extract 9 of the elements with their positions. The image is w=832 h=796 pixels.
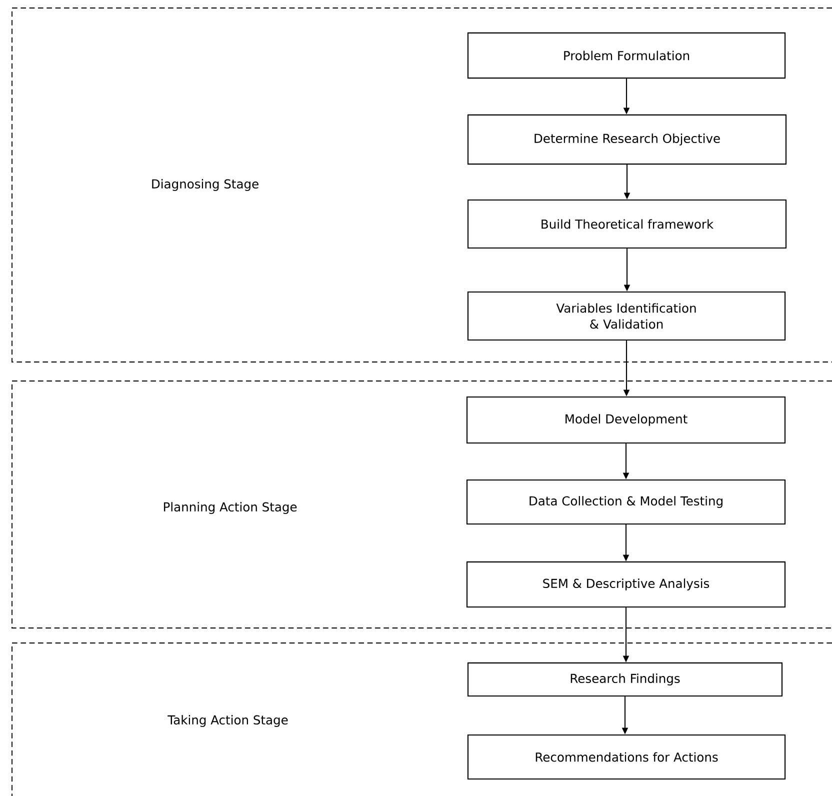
process-box: Recommendations for Actions — [467, 734, 786, 780]
process-box: Build Theoretical framework — [467, 199, 787, 249]
process-box: Variables Identification & Validation — [467, 291, 786, 341]
process-box: Model Development — [466, 396, 786, 444]
process-box: Problem Formulation — [467, 32, 786, 79]
process-box: Determine Research Objective — [467, 114, 787, 165]
process-box: Research Findings — [467, 662, 783, 697]
process-box: Data Collection & Model Testing — [466, 479, 786, 525]
process-box: SEM & Descriptive Analysis — [466, 561, 786, 608]
